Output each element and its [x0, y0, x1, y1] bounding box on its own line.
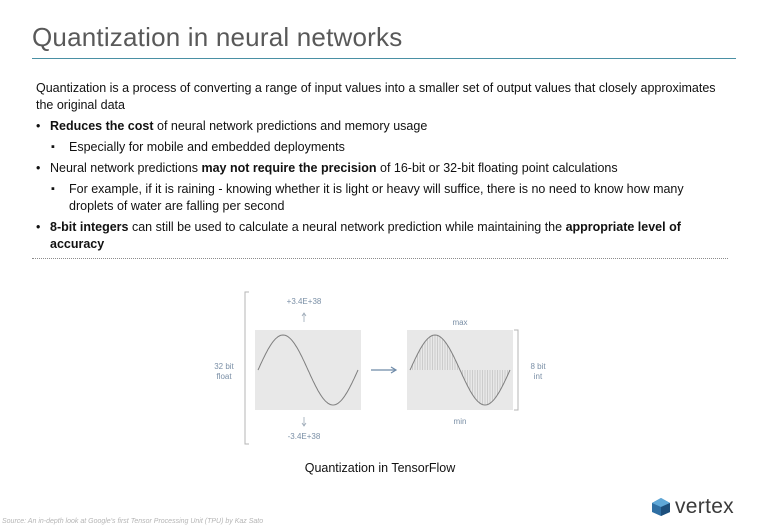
- min-float-value: -3.4E+38: [287, 432, 321, 441]
- bullet-precision: Neural network predictions may not requi…: [36, 160, 726, 177]
- down-arrow-head: [301, 422, 307, 427]
- subbullet-text: Especially for mobile and embedded deplo…: [69, 140, 345, 154]
- bullet-text: of 16-bit or 32-bit floating point calcu…: [376, 161, 618, 175]
- bullet-text: of neural network predictions and memory…: [153, 119, 428, 133]
- left-range-bracket: [244, 291, 249, 445]
- quantization-diagram: [244, 291, 519, 445]
- int-bits: 8 bit: [530, 362, 546, 371]
- float-sine-wave: [257, 334, 359, 406]
- int-sine-wave: [409, 334, 511, 406]
- logo-wordmark: vertex: [675, 495, 734, 518]
- figure-caption: Quantization in TensorFlow: [304, 461, 456, 475]
- slide-title: Quantization in neural networks: [32, 22, 403, 52]
- vertex-logo: vertex: [651, 495, 734, 519]
- max-label: max: [452, 318, 468, 327]
- title-underline: [32, 58, 736, 59]
- max-float-value: +3.4E+38: [286, 297, 322, 306]
- float-bits: 32 bit: [214, 362, 234, 371]
- right-range-bracket: [514, 329, 519, 411]
- bullet-text: can still be used to calculate a neural …: [128, 220, 566, 234]
- bullet-bold: may not require the precision: [201, 161, 377, 175]
- up-arrow-head: [301, 312, 307, 317]
- int-quantization-lines: [412, 335, 508, 405]
- source-footnote: Source: An in-depth look at Google's fir…: [2, 518, 264, 525]
- bullet-8bit: 8-bit integers can still be used to calc…: [36, 219, 726, 253]
- float-type: float: [216, 372, 232, 381]
- min-label: min: [453, 417, 467, 426]
- bullet-reduces-cost: Reduces the cost of neural network predi…: [36, 118, 726, 135]
- section-divider: [32, 258, 728, 259]
- bullet-text: Neural network predictions: [50, 161, 202, 175]
- intro-paragraph: Quantization is a process of converting …: [36, 81, 716, 112]
- bullet-bold: 8-bit integers: [50, 220, 129, 234]
- vertex-logo-icon: [652, 498, 670, 516]
- int-type: int: [533, 372, 543, 381]
- int-type-label: 8 bit int: [522, 362, 554, 382]
- slide-body: Quantization is a process of converting …: [36, 80, 726, 257]
- bullet-bold: appropriate level of accuracy: [50, 220, 681, 251]
- transform-arrow-head: [390, 366, 398, 374]
- bullet-bold: Reduces the cost: [50, 119, 154, 133]
- subbullet-text: For example, if it is raining - knowing …: [69, 182, 684, 213]
- float-type-label: 32 bit float: [206, 362, 242, 382]
- subbullet-mobile: Especially for mobile and embedded deplo…: [36, 139, 726, 156]
- subbullet-rain-example: For example, if it is raining - knowing …: [36, 181, 726, 215]
- quantization-figure: +3.4E+38 -3.4E+38 32 bit float max min 8…: [0, 280, 760, 450]
